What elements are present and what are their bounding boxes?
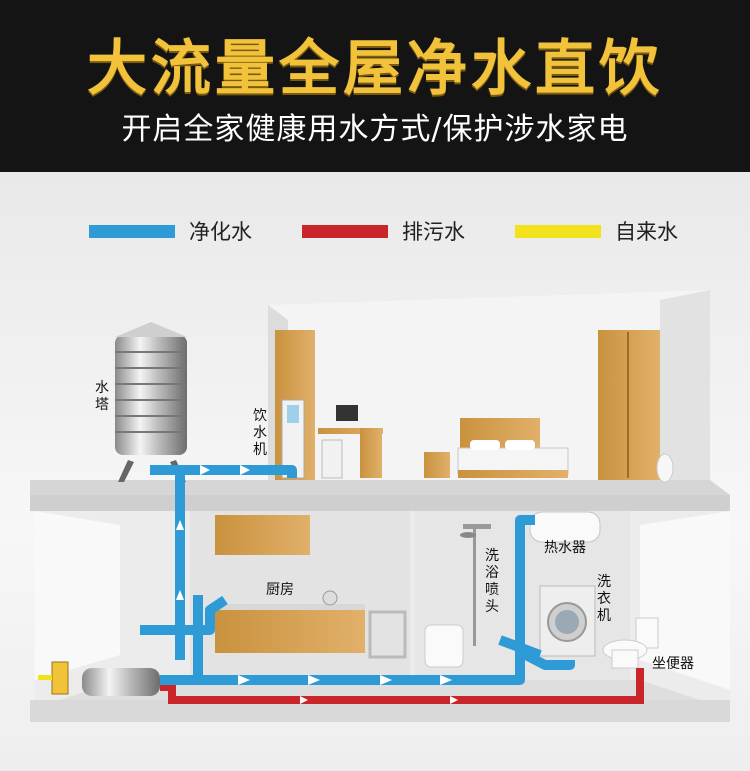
- legend-swatch: [515, 224, 601, 238]
- kitchen-stool: [368, 610, 407, 659]
- pre-filter: [51, 661, 69, 695]
- right-window: [640, 511, 730, 690]
- tap-water-inlet: [38, 675, 52, 680]
- left-window: [35, 511, 120, 680]
- water-heater-label: 热水器: [544, 540, 586, 556]
- toilet-label: 坐便器: [652, 656, 694, 672]
- shower-head: [460, 532, 476, 538]
- water-heater: [529, 511, 601, 543]
- legend-label: 排污水: [402, 220, 465, 244]
- legend-label: 净化水: [189, 220, 252, 244]
- vase: [656, 453, 674, 483]
- chair: [321, 439, 343, 479]
- legend-item-waste: 排污水: [302, 220, 465, 244]
- water-tower-label: 水塔: [95, 380, 109, 413]
- bathroom-sink: [424, 624, 464, 668]
- water-dispenser-label: 饮水机: [253, 408, 267, 458]
- legend-label: 自来水: [615, 220, 678, 244]
- legend-swatch: [89, 224, 175, 238]
- central-purifier: [82, 668, 160, 696]
- water-tower: [115, 322, 187, 482]
- flow-arrows: [176, 465, 452, 685]
- upper-floor-slab: [30, 480, 730, 495]
- nightstand: [424, 452, 450, 478]
- shower-label: 洗浴喷头: [485, 548, 499, 615]
- upper-right-wall: [660, 290, 710, 480]
- kitchen-label: 厨房: [266, 582, 294, 598]
- kettle: [322, 590, 338, 606]
- monitor: [336, 405, 358, 421]
- waste-arrows: [300, 696, 458, 704]
- kitchen-upper-cabinet: [215, 515, 310, 555]
- legend-item-tap: 自来水: [515, 220, 678, 244]
- washing-machine-label: 洗衣机: [597, 574, 611, 624]
- kitchen-counter: [215, 608, 365, 653]
- legend-swatch: [302, 224, 388, 238]
- lower-floor-slab: [30, 700, 730, 722]
- page-subtitle: 开启全家健康用水方式/保护涉水家电: [121, 112, 629, 147]
- bed: [457, 447, 569, 475]
- header-banner: [0, 0, 750, 172]
- waste-pipe: [160, 668, 644, 704]
- shower-pole: [473, 526, 476, 646]
- page-title: 大流量全屋净水直饮: [87, 34, 663, 104]
- legend-item-clean: 净化水: [89, 220, 252, 244]
- desk: [318, 428, 383, 434]
